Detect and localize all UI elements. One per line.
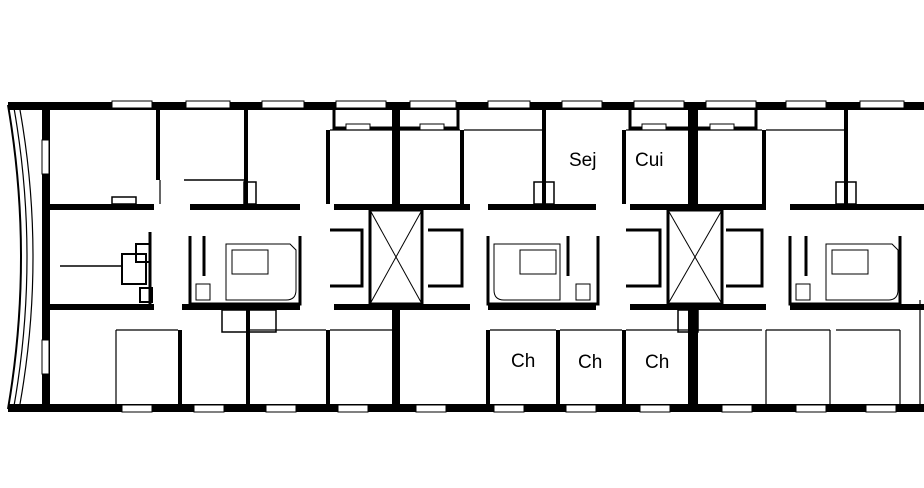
window [265, 404, 297, 413]
ducts [184, 179, 857, 333]
window [639, 404, 671, 413]
window [633, 100, 685, 109]
window [409, 100, 457, 109]
left-exterior-wall [42, 102, 50, 412]
window [721, 404, 753, 413]
window [859, 100, 905, 109]
window [121, 404, 153, 413]
room-label-chambre: Ch [511, 351, 536, 372]
room-label-chambre: Ch [578, 352, 603, 373]
window [415, 404, 447, 413]
window [335, 100, 387, 109]
window [865, 404, 897, 413]
window [493, 404, 525, 413]
bottom-exterior-wall [8, 404, 924, 412]
window [565, 404, 597, 413]
window [111, 100, 153, 109]
curved-facade [7, 104, 34, 410]
thin-partitions [115, 129, 921, 404]
bathroom-unit [486, 236, 600, 306]
window [337, 404, 369, 413]
top-exterior-wall [8, 102, 924, 110]
window [41, 339, 50, 375]
window [795, 404, 827, 413]
window [561, 100, 603, 109]
window [193, 404, 225, 413]
bathroom-unit [788, 236, 902, 306]
exterior-walls [8, 102, 924, 412]
elevator-shaft [368, 208, 424, 306]
window [41, 139, 50, 175]
lobby-niches [330, 228, 764, 288]
partition-walls [156, 110, 848, 404]
room-label-sejour: Sej [569, 150, 597, 171]
bathroom-unit [188, 236, 302, 306]
technical-block [60, 196, 153, 304]
elevator-shaft [666, 208, 724, 306]
corridor-walls [50, 204, 924, 310]
window [785, 100, 827, 109]
window [185, 100, 231, 109]
room-label-chambre: Ch [645, 352, 670, 373]
window [261, 100, 305, 109]
windows [41, 100, 905, 413]
window [487, 100, 531, 109]
room-label-cuisine: Cui [635, 150, 664, 171]
window [705, 100, 757, 109]
